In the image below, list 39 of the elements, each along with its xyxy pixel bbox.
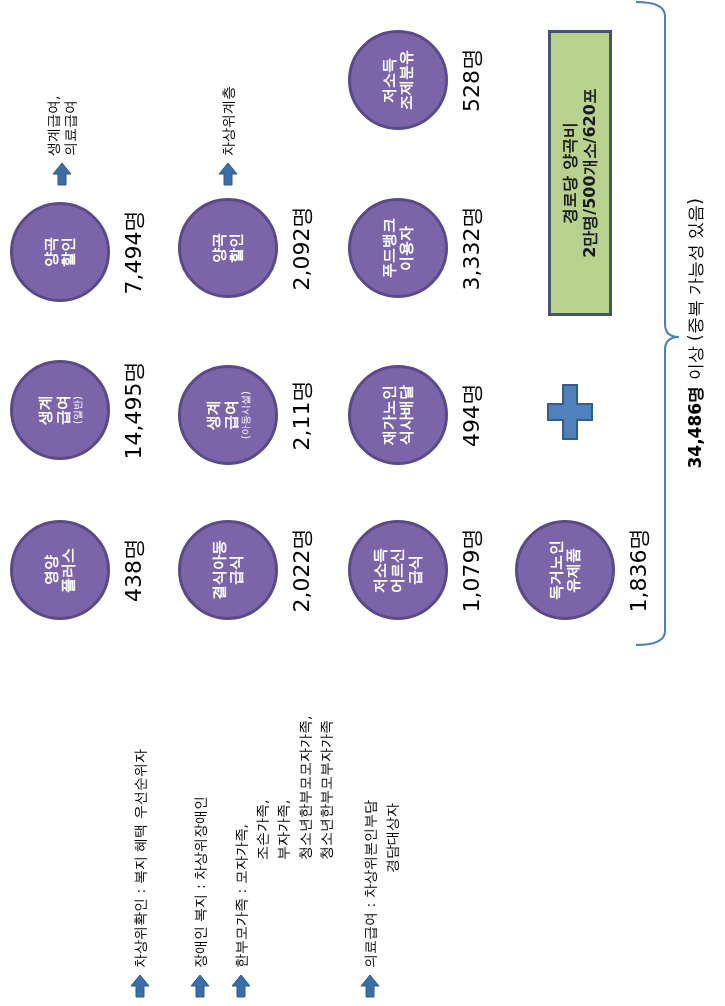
note-text: 청소년한부모부자가족 <box>317 720 335 860</box>
program-name: 생계 급여 <box>205 399 240 432</box>
box-text: 2만명/500개소/620포 <box>580 88 600 258</box>
program-name: 영양 플러스 <box>42 546 78 595</box>
count-label: 2,022명 <box>290 527 315 613</box>
count-label: 494명 <box>460 383 485 447</box>
note-text: 차상위확인 : 복지 혜택 우선순위자 <box>131 749 149 968</box>
program-name: 결식아동 급식 <box>210 539 246 601</box>
note-text: 차상위계층 <box>219 86 237 156</box>
program-name: 저소득 조제분유 <box>380 49 416 111</box>
count-label: 2,092명 <box>290 205 315 291</box>
note-text: 생계급여, 의료급여 <box>45 94 79 156</box>
count-label: 528명 <box>460 48 485 112</box>
note-text: 조손가족, <box>253 799 271 860</box>
count-label: 438명 <box>122 538 147 602</box>
program-name: 푸드뱅크 이용자 <box>380 217 416 279</box>
program-note: (아동시설) <box>239 391 251 439</box>
total-label: 34,486명 이상 (중복 가능성 있음) <box>685 198 706 469</box>
program-name: 생계 급여 <box>37 394 72 427</box>
program-name: 저소득 어르신 급식 <box>372 546 424 595</box>
note-text: 경담대상자 <box>383 803 401 873</box>
note-text: 의료급여 : 차상위본인부담 <box>361 800 379 968</box>
info-box <box>548 30 612 316</box>
box-text: 경로당 양곡비 <box>560 122 580 224</box>
note-text: 장애인 복지 : 차상위장애인 <box>191 795 209 968</box>
count-label: 7,494명 <box>122 209 147 295</box>
program-name: 독거노인 유제품 <box>547 539 583 601</box>
program-name: 재가노인 식사배달 <box>380 384 416 446</box>
count-label: 3,332명 <box>460 205 485 291</box>
count-label: 1,836명 <box>627 527 652 613</box>
program-name: 양곡 할인 <box>42 236 78 269</box>
note-text: 한부모가족 : 모자가족, <box>232 823 250 968</box>
program-name: 양곡 할인 <box>210 232 246 265</box>
note-text: 부자가족, <box>274 799 292 860</box>
count-label: 1,079명 <box>460 527 485 613</box>
note-text: 청소년한부모모자가족, <box>296 715 314 860</box>
count-label: 14,495명 <box>122 360 147 460</box>
program-note: (일반) <box>71 396 83 424</box>
count-label: 2,11명 <box>290 379 315 451</box>
